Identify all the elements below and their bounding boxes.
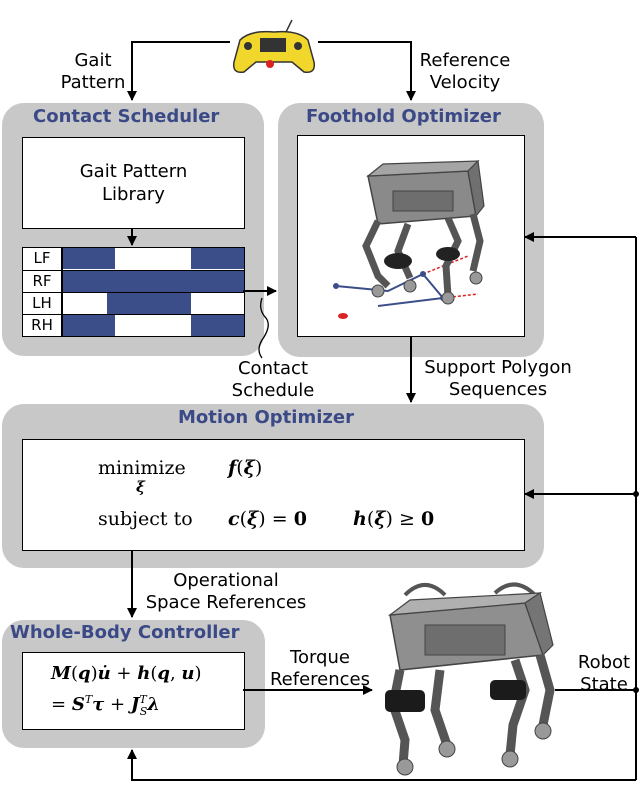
whole-body-controller-title: Whole-Body Controller	[10, 622, 240, 643]
minimize-variable: ξ	[136, 478, 145, 496]
dynamics-equation-line2: = STτ + JTSλ	[51, 693, 160, 718]
inequality-constraint: h(ξ) ≥ 0	[353, 508, 435, 530]
equality-constraint: c(ξ) = 0	[228, 508, 307, 530]
contact-segment	[61, 315, 115, 336]
leg-label-lf: LF	[33, 249, 51, 267]
contact-segment	[107, 293, 191, 314]
gait-row-rh: RH	[23, 314, 244, 336]
leg-label-rf: RF	[32, 272, 52, 290]
reference-velocity-label: Reference Velocity	[419, 50, 511, 93]
gait-row-lf: LF	[23, 248, 244, 269]
gamepad-icon	[232, 19, 316, 74]
dynamics-equation-line1: M(q)u̇ + h(q, u)	[51, 663, 202, 684]
operational-space-label: Operational Space References	[145, 570, 307, 613]
foothold-optimizer-title: Foothold Optimizer	[306, 106, 501, 127]
gait-pattern-label: Gait Pattern	[60, 50, 126, 93]
gait-library-label: Gait Pattern Library	[79, 161, 188, 205]
leg-label-lh: LH	[32, 294, 52, 312]
leg-label-rh: RH	[31, 316, 53, 334]
torque-references-label: Torque References	[269, 647, 371, 690]
robot-footholds-image	[333, 159, 485, 319]
subject-to-label: subject to	[98, 508, 193, 530]
gait-library-box: Gait Pattern Library	[22, 137, 245, 229]
gait-row-lh: LH	[23, 292, 244, 314]
robot-state-label: Robot State	[577, 652, 631, 695]
support-polygon-label: Support Polygon Sequences	[424, 357, 572, 400]
gait-row-rf: RF	[23, 270, 244, 292]
motion-optimizer-title: Motion Optimizer	[178, 407, 354, 428]
gait-schedule-table: LF RF LH RH	[22, 247, 245, 337]
foothold-image-box	[297, 135, 525, 337]
objective-function: f(ξ)	[228, 457, 263, 479]
contact-segment	[61, 248, 115, 269]
contact-schedule-label: Contact Schedule	[231, 358, 315, 401]
contact-segment	[191, 248, 244, 269]
contact-scheduler-title: Contact Scheduler	[33, 106, 220, 127]
contact-segment	[191, 315, 244, 336]
minimize-label: minimize	[98, 457, 186, 479]
wbc-equation-box: M(q)u̇ + h(q, u) = STτ + JTSλ	[22, 652, 245, 730]
quadruped-robot-image	[385, 582, 555, 776]
contact-segment	[61, 271, 244, 292]
motion-optimizer-box: minimize ξ f(ξ) subject to c(ξ) = 0 h(ξ)…	[22, 439, 525, 551]
